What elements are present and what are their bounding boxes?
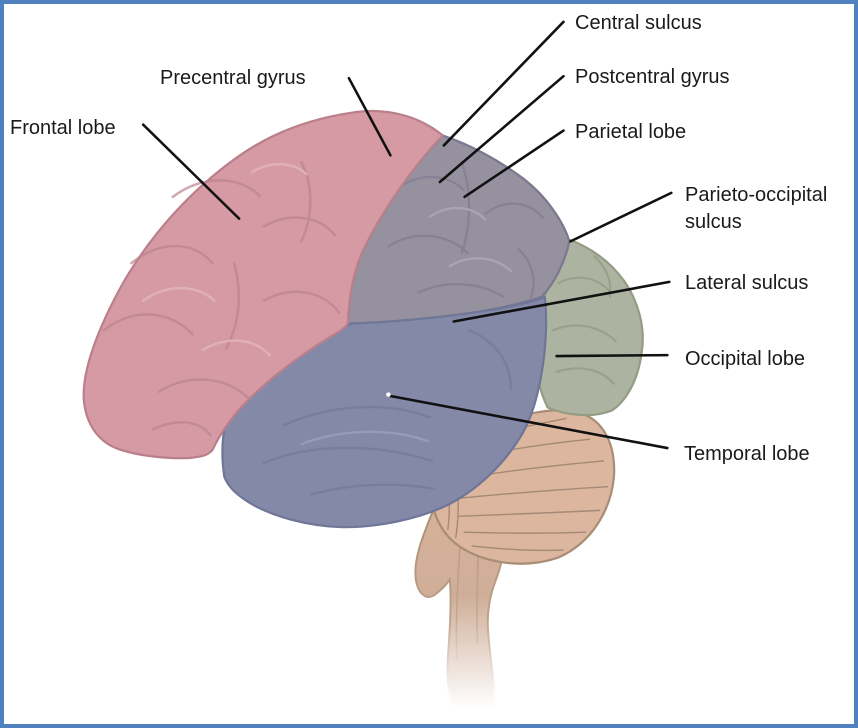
label-parieto-occipital-sulcus: Parieto-occipital sulcus: [685, 184, 828, 233]
label-precentral-gyrus: Precentral gyrus: [160, 67, 306, 89]
brain-illustration: [82, 20, 673, 710]
leader-tip-dot: [386, 392, 391, 397]
leader-parieto-occipital-sulcus: [569, 191, 673, 243]
label-temporal-lobe: Temporal lobe: [684, 443, 810, 465]
leader-temporal-lobe: [387, 394, 669, 450]
occipital-gyri-lines: [551, 255, 618, 385]
leader-central-sulcus: [442, 20, 565, 147]
leader-occipital-lobe: [555, 353, 669, 358]
label-occipital-lobe: Occipital lobe: [685, 348, 806, 370]
frontal-gyri-lines: [102, 161, 341, 437]
label-lateral-sulcus: Lateral sulcus: [685, 272, 809, 294]
leader-lateral-sulcus: [452, 280, 671, 323]
label-postcentral-gyrus: Postcentral gyrus: [575, 66, 730, 88]
leader-precentral-gyrus: [347, 76, 392, 157]
parietal-gyri-lines: [387, 161, 544, 298]
leader-postcentral-gyrus: [438, 74, 565, 184]
frontal-lobe-region: [82, 110, 444, 460]
label-central-sulcus: Central sulcus: [575, 12, 702, 34]
leader-frontal-lobe: [141, 123, 241, 220]
label-parietal-lobe: Parietal lobe: [575, 121, 687, 143]
temporal-gyri-lines: [262, 329, 513, 496]
cerebellum-striations: [445, 417, 609, 552]
leader-parietal-lobe: [463, 129, 565, 199]
leader-lines: [141, 20, 673, 450]
label-frontal-lobe: Frontal lobe: [10, 117, 116, 139]
